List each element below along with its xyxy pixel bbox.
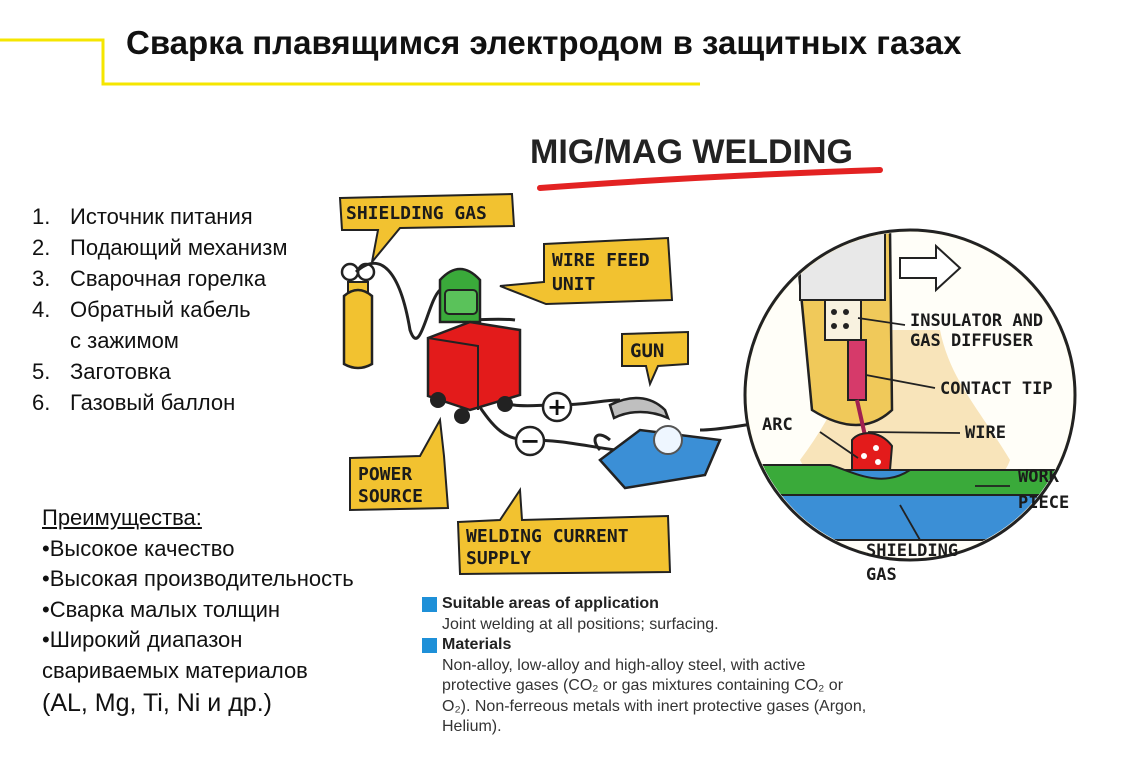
svg-text:SOURCE: SOURCE (358, 486, 423, 507)
label-insulator-2: GAS DIFFUSER (910, 331, 1034, 351)
materials-line: protective gases (CO₂ or gas mixtures co… (442, 677, 844, 694)
wire-feed-unit (438, 267, 482, 324)
svg-text:UNIT: UNIT (552, 274, 596, 295)
power-source (426, 320, 522, 424)
label-welding-current-supply: WELDING CURRENT SUPPLY (456, 486, 672, 576)
list-item: 5.Заготовка (32, 359, 171, 384)
label-shielding-gas-detail: SHIELDING (866, 541, 958, 561)
label-contact-tip: CONTACT TIP (940, 379, 1053, 399)
svg-text:WELDING CURRENT: WELDING CURRENT (466, 526, 629, 547)
svg-text:SHIELDING GAS: SHIELDING GAS (346, 203, 487, 224)
plus-terminal: + (541, 391, 573, 423)
advantage-materials: (AL, Mg, Ti, Ni и др.) (42, 689, 272, 717)
label-shielding-gas-detail-2: GAS (866, 565, 897, 585)
advantage-item: •Высокое качество (42, 535, 235, 561)
advantages-block: Преимущества: •Высокое качество •Высокая… (42, 503, 354, 719)
label-wire-feed-unit: WIRE FEED UNIT (499, 236, 674, 306)
areas-text: Joint welding at all positions; surfacin… (442, 615, 719, 633)
square-bullet-icon (422, 638, 437, 653)
minus-terminal: − (514, 425, 546, 457)
work-plate (593, 425, 722, 490)
materials-line: O₂). Non-ferreous metals with inert prot… (442, 697, 867, 715)
label-work-piece: WORK (1018, 467, 1060, 487)
gas-cylinder (340, 262, 376, 370)
header-accent-line (0, 38, 700, 86)
list-item: 6.Газовый баллон (32, 390, 236, 415)
label-arc: ARC (762, 415, 793, 435)
label-power-source: POWER SOURCE (349, 416, 450, 512)
svg-text:SUPPLY: SUPPLY (466, 548, 531, 569)
advantage-item: •Широкий диапазон (42, 627, 243, 652)
label-wire: WIRE (965, 423, 1006, 443)
label-gun: GUN (621, 330, 689, 388)
svg-text:−: − (520, 427, 540, 455)
numbered-list: 1.Источник питания 2.Подающий механизм 3… (32, 201, 287, 418)
advantage-item: •Сварка малых толщин (42, 596, 281, 622)
advantage-item: •Высокая производительность (42, 566, 354, 591)
label-insulator: INSULATOR AND (910, 311, 1043, 331)
list-item: 1.Источник питания (32, 204, 253, 229)
advantage-item: свариваемых материалов (42, 657, 308, 683)
svg-text:WIRE FEED: WIRE FEED (552, 250, 650, 271)
materials-line: Helium). (442, 718, 502, 735)
square-bullet-icon (422, 597, 437, 612)
materials-line: Non-alloy, low-alloy and high-alloy stee… (442, 656, 806, 674)
svg-text:GUN: GUN (630, 340, 664, 362)
advantages-heading: Преимущества: (42, 505, 202, 530)
areas-title: Suitable areas of application (418, 594, 866, 615)
list-item: 4.Обратный кабель (32, 297, 251, 322)
svg-text:+: + (547, 393, 567, 421)
welding-gun (608, 396, 671, 421)
label-work-piece-2: PIECE (1018, 493, 1069, 513)
svg-text:POWER: POWER (358, 464, 412, 485)
diagram-title: MIG/MAG WELDING (530, 133, 853, 171)
slide-title: Сварка плавящимся электродом в защитных … (126, 24, 962, 61)
info-block: Suitable areas of application Joint weld… (418, 594, 866, 738)
label-shielding-gas: SHIELDING GAS (338, 192, 516, 263)
list-item: 2.Подающий механизм (32, 235, 288, 260)
list-item: с зажимом (70, 328, 179, 353)
title-underline (537, 167, 883, 191)
list-item: 3.Сварочная горелка (32, 266, 267, 291)
materials-title: Materials (418, 635, 866, 656)
